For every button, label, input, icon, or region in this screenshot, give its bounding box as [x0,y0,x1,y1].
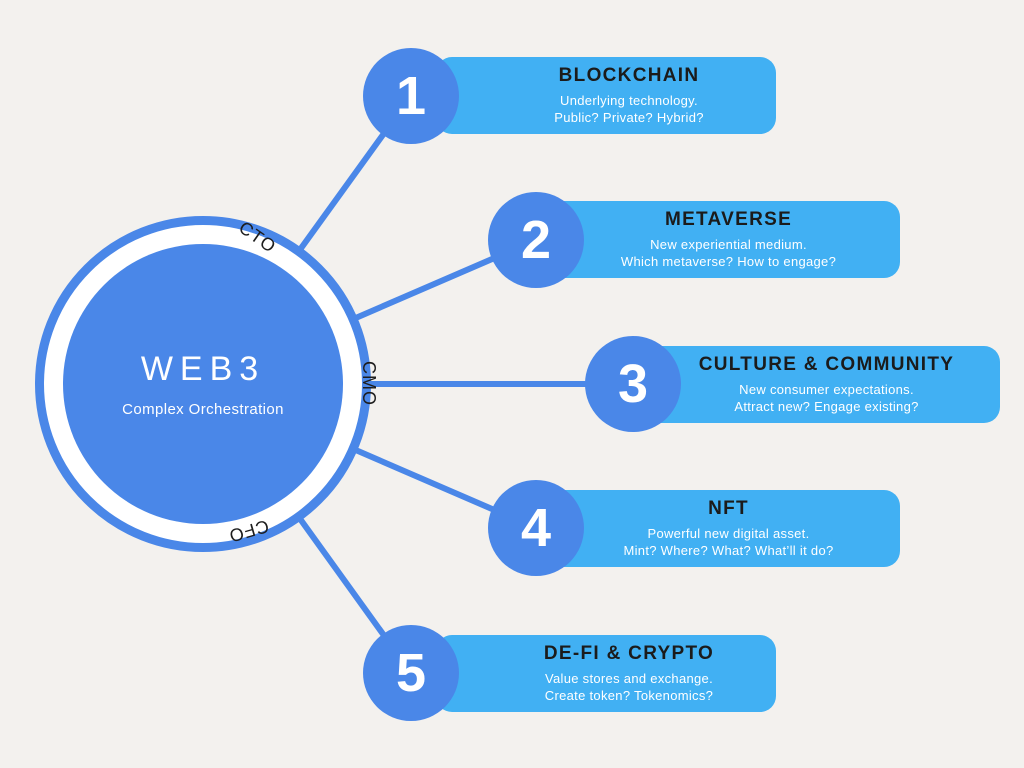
item-description-line2: Create token? Tokenomics? [544,688,714,703]
item-description-line1: Underlying technology. [560,92,698,108]
item-title: BLOCKCHAIN [558,64,700,86]
item-description-line1: New experiential medium. [650,236,807,252]
item-title: CULTURE & COMMUNITY [698,353,955,375]
item-description-line2: Public? Private? Hybrid? [554,110,704,125]
item-description-line2: Attract new? Engage existing? [734,399,919,414]
item-description: Value stores and exchange. Create token?… [545,670,713,704]
hub-title: WEB3 [140,350,266,388]
item-number-badge-5: 5 [363,625,459,721]
item-description: Underlying technology. Public? Private? … [554,92,704,126]
item-description-line2: Mint? Where? What? What’ll it do? [623,543,834,558]
item-card-blockchain: BLOCKCHAIN Underlying technology. Public… [436,57,776,134]
item-description: New experiential medium. Which metaverse… [621,236,836,270]
item-number-badge-2: 2 [488,192,584,288]
hub-inner-circle: WEB3 Complex Orchestration [63,244,343,524]
item-number-badge-4: 4 [488,480,584,576]
item-description: New consumer expectations. Attract new? … [734,381,918,415]
hub-subtitle: Complex Orchestration [122,401,284,418]
item-description-line1: New consumer expectations. [739,381,914,397]
item-title: NFT [708,497,749,519]
item-description-line1: Powerful new digital asset. [647,525,810,541]
item-card-defi-crypto: DE-FI & CRYPTO Value stores and exchange… [436,635,776,712]
item-title: DE-FI & CRYPTO [543,642,715,664]
item-title: METAVERSE [664,208,793,230]
item-number-badge-1: 1 [363,48,459,144]
item-description-line1: Value stores and exchange. [544,670,713,686]
item-number-badge-3: 3 [585,336,681,432]
hub-circle: WEB3 Complex Orchestration [35,216,371,552]
item-description: Powerful new digital asset. Mint? Where?… [623,525,833,559]
role-label-cmo: CMO [359,361,379,406]
item-description-line2: Which metaverse? How to engage? [620,254,837,269]
